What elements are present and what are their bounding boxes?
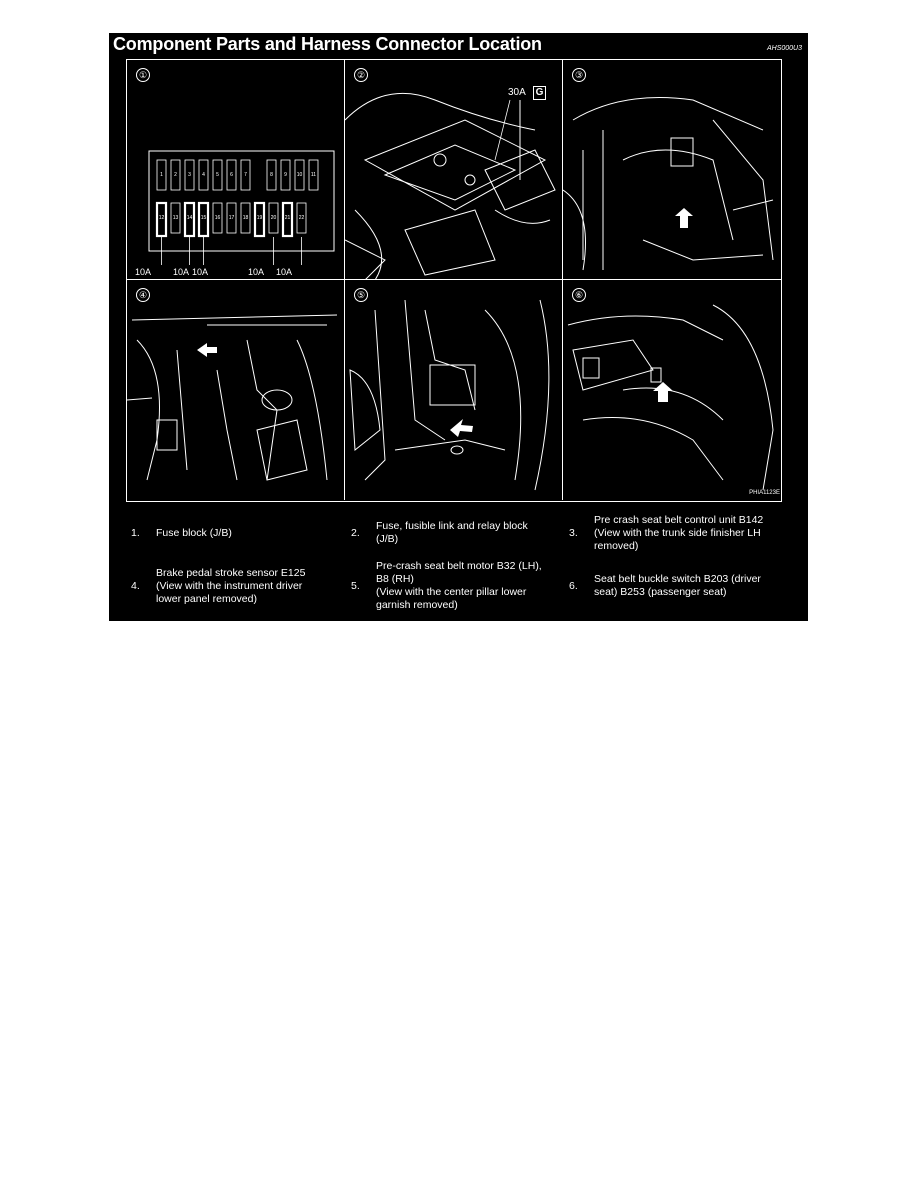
fuse-number: 10 [296,172,303,178]
panel-number: ① [136,68,150,82]
caption-text: Pre crash seat belt control unit B142 (V… [594,514,764,552]
fuse-slot [212,202,223,234]
fuse-number: 7 [244,172,247,178]
caption-number: 3. [569,527,578,539]
caption-number: 2. [351,527,360,539]
fuse-number: 19 [256,215,263,221]
fuse-slot [240,202,251,234]
fuse-number: 20 [270,215,277,221]
fuse-slot [308,159,319,191]
fuse-slot [281,201,294,238]
fuse-slot [226,159,237,191]
caption-number: 6. [569,580,578,592]
arrow-icon [197,343,217,357]
fuse-slot [226,202,237,234]
caption-number: 5. [351,580,360,592]
arrow-icon [450,419,473,437]
panel-number: ⑥ [572,288,586,302]
panel-brake-pedal: ④ [127,280,345,500]
fuse-slot [170,159,181,191]
panel-relay-block: ② 30A G [345,60,563,280]
fuse-number: 2 [174,172,177,178]
fuse-number: 3 [188,172,191,178]
caption-number: 1. [131,527,140,539]
fuse-slot [268,202,279,234]
fuse-label: 10A [192,267,209,277]
fuse-label: 10A [276,267,293,277]
caption-text: Brake pedal stroke sensor E125 (View wit… [156,567,306,605]
fuse-label: 10A [135,267,152,277]
fuse-slot [184,159,195,191]
fuse-number: 12 [158,215,165,221]
center-pillar-drawing [349,299,550,491]
figure-id: PHIA1123E [749,490,780,496]
arrow-icon [653,382,673,402]
fuse-slot [183,201,196,238]
page-title: Component Parts and Harness Connector Lo… [113,34,542,54]
fuse-number: 14 [186,215,193,221]
fuse-slot [212,159,223,191]
arrow-icon [675,208,693,228]
panel-trunk-side: ③ [563,60,781,280]
panel-number: ⑤ [354,288,368,302]
doc-code: AHS000U3 [766,45,802,52]
fuse-number: 13 [172,215,179,221]
component-location-figure: Component Parts and Harness Connector Lo… [109,33,808,621]
fuse-number: 4 [202,172,205,178]
fuse-block-drawing [148,150,335,265]
panel-seat-buckle: ⑥ [563,280,781,500]
fuse-slot [266,159,277,191]
fuse-number: 22 [298,215,305,221]
brake-pedal-drawing [127,314,338,481]
fuse-slot [197,201,210,238]
panel-number: ② [354,68,368,82]
fuse-slot [156,159,167,191]
panel-number: ③ [572,68,586,82]
fuse-slot [170,202,181,234]
location-badge: G [533,86,546,100]
fuse-number: 1 [160,172,163,178]
fuse-slot [198,159,209,191]
fuse-rating-label: 30A [508,87,526,98]
fuse-number: 18 [242,215,249,221]
fuse-slot [280,159,291,191]
fuse-slot [253,201,266,238]
fuse-number: 6 [230,172,233,178]
fuse-slot [296,202,307,234]
fuse-number: 8 [270,172,273,178]
fuse-number: 9 [284,172,287,178]
fuse-number: 21 [284,215,291,221]
fuse-label: 10A [173,267,190,277]
fuse-slot [240,159,251,191]
fuse-number: 11 [310,172,317,178]
fuse-number: 16 [214,215,221,221]
fuse-number: 17 [228,215,235,221]
fuse-slot [294,159,305,191]
engine-room-drawing [345,92,556,279]
fuse-label: 10A [248,267,265,277]
fuse-slot [155,201,168,238]
trunk-side-drawing [563,97,774,271]
caption-text: Pre-crash seat belt motor B32 (LH), B8 (… [376,560,542,611]
caption-number: 4. [131,580,140,592]
panel-number: ④ [136,288,150,302]
fuse-number: 5 [216,172,219,178]
seat-buckle-drawing [567,304,774,491]
caption-text: Fuse, fusible link and relay block (J/B) [376,520,528,545]
fuse-number: 15 [200,215,207,221]
caption-text: Fuse block (J/B) [156,527,232,539]
panel-center-pillar: ⑤ [345,280,563,500]
caption-text: Seat belt buckle switch B203 (driver sea… [594,573,761,598]
